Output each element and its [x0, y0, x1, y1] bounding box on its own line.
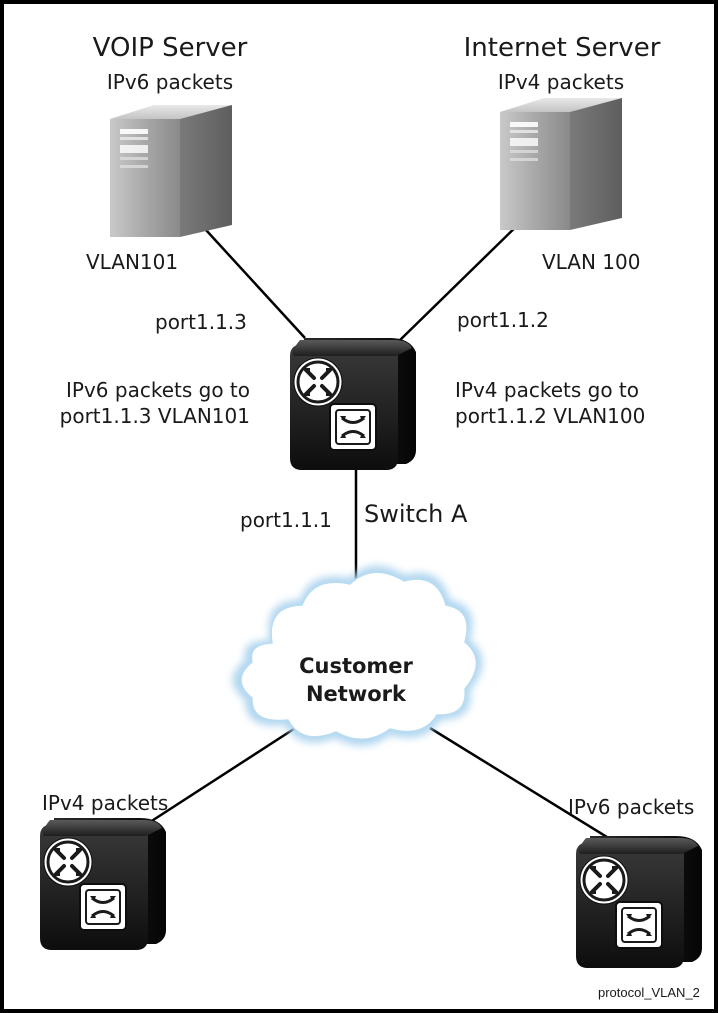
- internet-server-title: Internet Server: [463, 33, 661, 63]
- voip-server-title: VOIP Server: [92, 33, 248, 63]
- figure-tag: protocol_VLAN_2: [598, 985, 700, 1000]
- voip-server-vlan: VLAN101: [86, 250, 179, 274]
- host-right-traffic: IPv6 packets: [568, 795, 695, 819]
- switch-port-right: port1.1.2: [457, 308, 549, 332]
- switch-note-right: IPv4 packets go to port1.1.2 VLAN100: [455, 377, 645, 429]
- voip-server-traffic: IPv6 packets: [106, 70, 234, 94]
- link-cloud-host-left: [129, 723, 301, 837]
- switch-note-left-line-1: IPv6 packets go to: [66, 378, 250, 402]
- host-left-traffic: IPv4 packets: [42, 791, 169, 815]
- switch-port-left: port1.1.3: [155, 310, 247, 334]
- switch-icon: [288, 336, 418, 472]
- switch-note-right-line-2: port1.1.2 VLAN100: [455, 404, 646, 428]
- connection-lines: [129, 214, 629, 852]
- switch-icon: [574, 834, 704, 970]
- server-icon: [110, 105, 232, 237]
- switch-note-left-line-2: port1.1.3 VLAN101: [59, 404, 250, 428]
- cloud-label-line-1: Customer: [299, 654, 413, 678]
- switch-icon: [38, 816, 168, 952]
- internet-server-traffic: IPv4 packets: [497, 70, 625, 94]
- cloud-icon: [232, 565, 483, 746]
- cloud-label: Customer Network: [299, 652, 413, 708]
- link-internet-switch: [397, 214, 529, 343]
- link-voip-switch: [194, 217, 306, 339]
- switch-port-down: port1.1.1: [240, 508, 332, 532]
- switch-note-left: IPv6 packets go to port1.1.3 VLAN101: [46, 377, 250, 429]
- server-icon: [500, 98, 622, 230]
- link-cloud-host-right: [429, 726, 629, 852]
- internet-server-vlan: VLAN 100: [542, 250, 641, 274]
- switch-note-right-line-1: IPv4 packets go to: [455, 378, 639, 402]
- cloud-label-line-2: Network: [305, 682, 406, 706]
- switch-name: Switch A: [364, 500, 468, 528]
